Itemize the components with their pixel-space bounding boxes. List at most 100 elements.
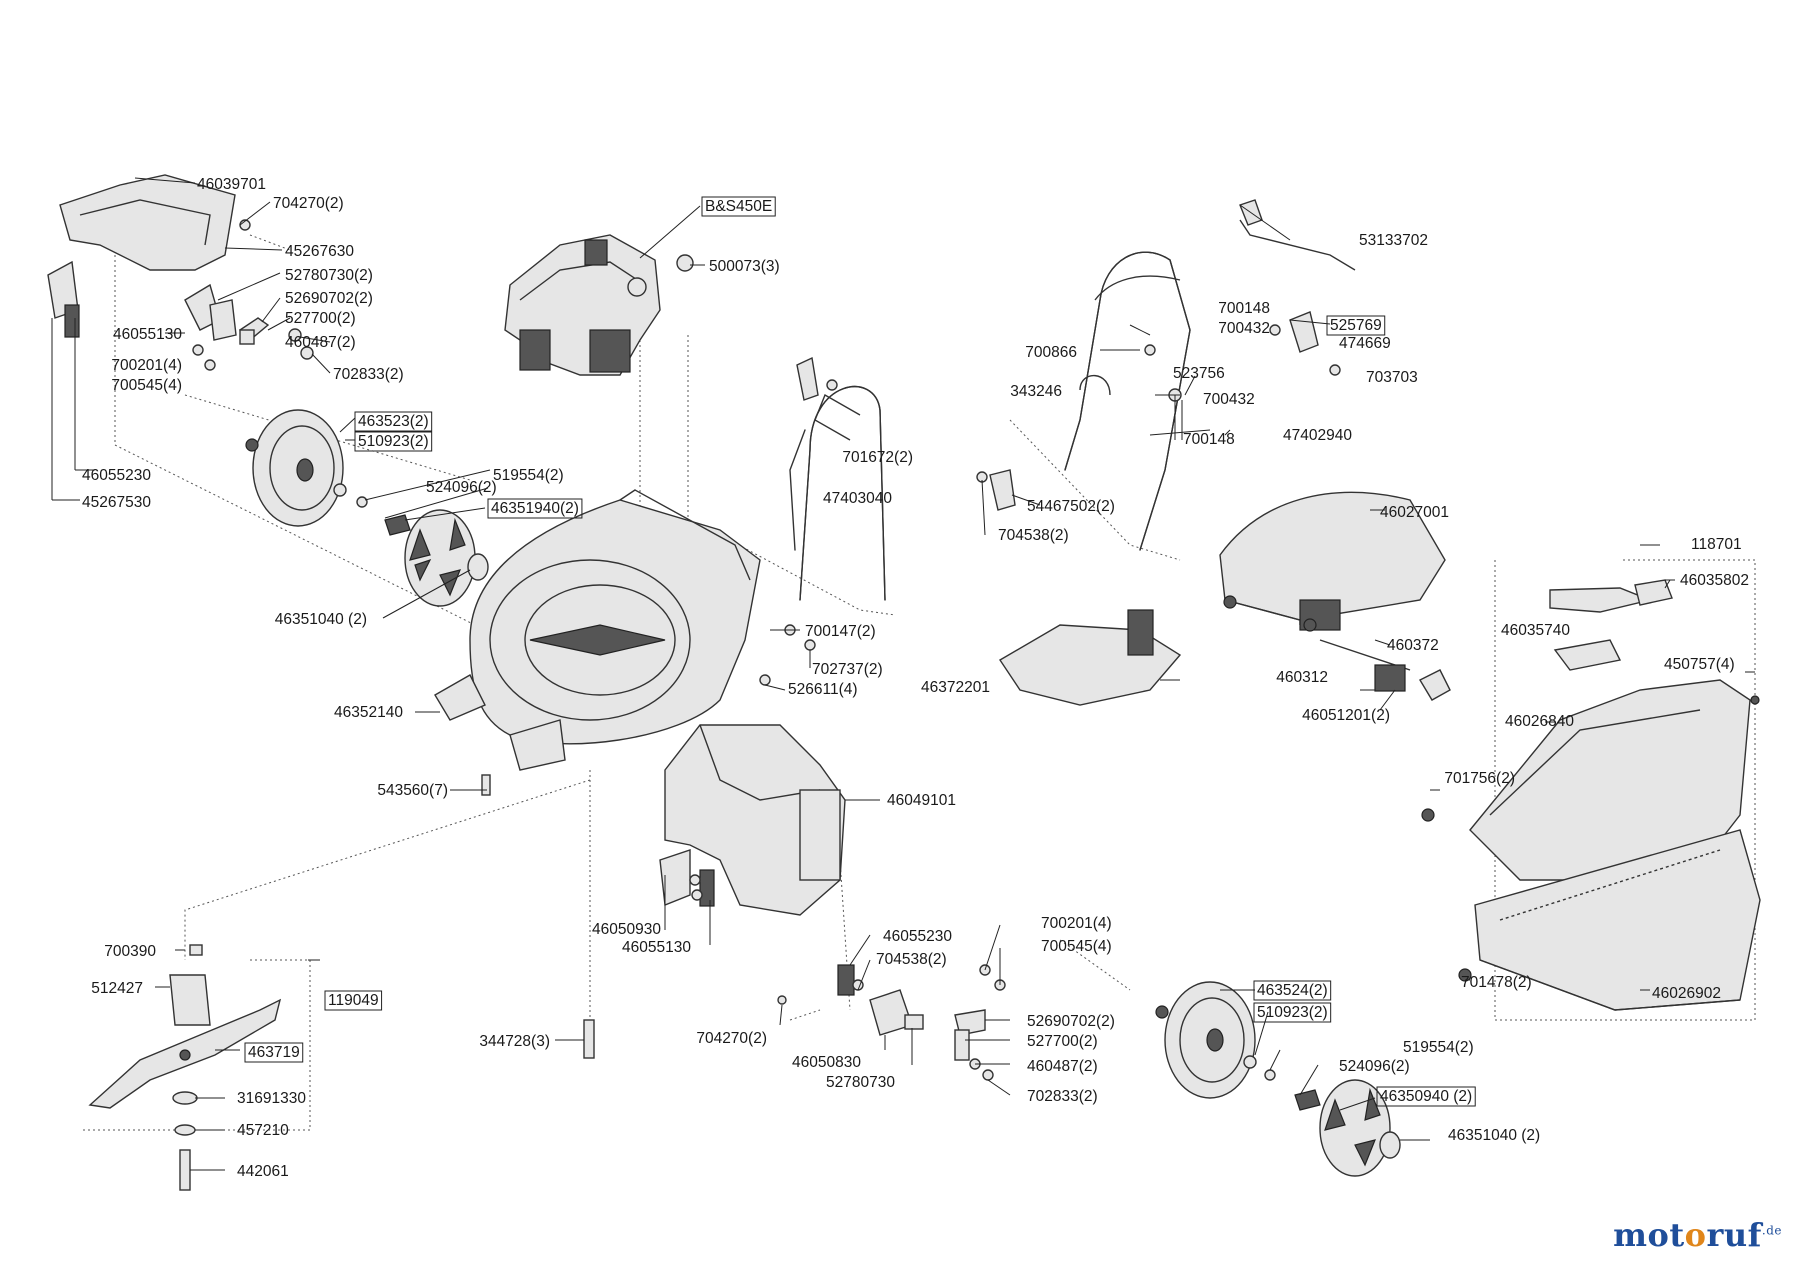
- part-label-523756: 523756: [1173, 365, 1225, 382]
- part-label-46351940-2: 46351940(2): [488, 499, 582, 518]
- part-number-text: 52780730(2): [285, 267, 373, 284]
- part-label-704270-2b: 704270(2): [696, 1030, 767, 1047]
- part-label-500073-3: 500073(3): [709, 258, 780, 275]
- logo-text-ruf: ruf: [1707, 1216, 1762, 1254]
- part-label-702833-2a: 702833(2): [333, 366, 404, 383]
- part-number-text: 119049: [328, 992, 379, 1009]
- part-label-510923-2b: 510923(2): [1254, 1003, 1331, 1022]
- part-label-46051201-2: 46051201(2): [1302, 707, 1390, 724]
- part-number-text: 524096(2): [426, 479, 497, 496]
- part-label-702833-2b: 702833(2): [1027, 1088, 1098, 1105]
- part-label-526611-4: 526611(4): [788, 681, 858, 698]
- grass-bag-lid-artwork: [1220, 492, 1450, 700]
- part-label-524096-2a: 524096(2): [426, 479, 497, 496]
- part-number-text: 47402940: [1283, 427, 1352, 444]
- part-label-119049: 119049: [325, 991, 382, 1010]
- part-label-46035740: 46035740: [1501, 622, 1570, 639]
- part-number-text: 460487(2): [1027, 1058, 1098, 1075]
- part-label-524096-2b: 524096(2): [1339, 1058, 1410, 1075]
- part-label-463524-2: 463524(2): [1254, 981, 1331, 1000]
- part-label-519554-2a: 519554(2): [493, 467, 564, 484]
- part-number-text: 52690702(2): [285, 290, 373, 307]
- part-number-text: 543560(7): [377, 782, 448, 799]
- part-label-700866: 700866: [1025, 344, 1077, 361]
- part-number-text: 525769: [1330, 317, 1382, 334]
- part-number-text: 46049101: [887, 792, 956, 809]
- part-label-46039701: 46039701: [197, 176, 266, 193]
- part-label-46351040-2b: 46351040 (2): [1448, 1127, 1540, 1144]
- part-number-text: 700545(4): [111, 377, 182, 394]
- part-label-700201-4a: 700201(4): [111, 357, 182, 374]
- part-number-text: 46035802: [1680, 572, 1749, 589]
- part-label-700545-4b: 700545(4): [1041, 938, 1112, 955]
- part-label-463523-2: 463523(2): [355, 412, 432, 431]
- part-number-text: 519554(2): [1403, 1039, 1474, 1056]
- part-number-text: 46351040 (2): [1448, 1127, 1540, 1144]
- part-label-463719: 463719: [245, 1043, 303, 1062]
- part-number-text: 704538(2): [998, 527, 1069, 544]
- part-number-text: 519554(2): [493, 467, 564, 484]
- part-label-46050930: 46050930: [592, 921, 661, 938]
- part-label-700148b: 700148: [1183, 431, 1235, 448]
- part-label-53133702: 53133702: [1359, 232, 1428, 249]
- part-label-47402940: 47402940: [1283, 427, 1352, 444]
- part-number-text: 704270(2): [273, 195, 344, 212]
- part-label-703703: 703703: [1366, 369, 1418, 386]
- part-number-text: 700545(4): [1041, 938, 1112, 955]
- part-number-text: 46051201(2): [1302, 707, 1390, 724]
- part-number-text: 46055230: [82, 467, 151, 484]
- part-number-text: 46351040 (2): [275, 611, 367, 628]
- part-number-text: 118701: [1691, 536, 1742, 553]
- grass-box-artwork: [1422, 580, 1760, 1010]
- part-number-text: 46039701: [197, 176, 266, 193]
- part-number-text: 460487(2): [285, 334, 356, 351]
- part-label-46027001: 46027001: [1380, 504, 1449, 521]
- part-label-46026902: 46026902: [1652, 985, 1721, 1002]
- part-label-527700-2a: 527700(2): [285, 310, 356, 327]
- hubcap-left-artwork: [405, 510, 488, 606]
- part-number-text: 45267530: [82, 494, 151, 511]
- part-label-527700-2b: 527700(2): [1027, 1033, 1098, 1050]
- part-number-text: 474669: [1339, 335, 1391, 352]
- part-label-704270-2a: 704270(2): [273, 195, 344, 212]
- part-number-text: 524096(2): [1339, 1058, 1410, 1075]
- part-number-text: 500073(3): [709, 258, 780, 275]
- logo-text-mot: mot: [1613, 1216, 1684, 1254]
- part-label-460372: 460372: [1387, 637, 1439, 654]
- part-number-text: 46050830: [792, 1054, 861, 1071]
- part-label-52780730-2a: 52780730(2): [285, 267, 373, 284]
- part-label-118701: 118701: [1691, 536, 1742, 553]
- part-label-702737-2: 702737(2): [812, 661, 883, 678]
- part-label-460487-2b: 460487(2): [1027, 1058, 1098, 1075]
- part-label-701478-2: 701478(2): [1461, 974, 1532, 991]
- part-number-text: 702737(2): [812, 661, 883, 678]
- logo-text-o: o: [1685, 1216, 1707, 1254]
- rear-wheel-right-artwork: [1156, 982, 1320, 1110]
- part-number-text: B&S450E: [705, 198, 772, 215]
- part-number-text: 700148: [1218, 300, 1270, 317]
- part-label-46055130b: 46055130: [622, 939, 691, 956]
- part-label-46352140: 46352140: [334, 704, 403, 721]
- part-label-46055230a: 46055230: [82, 467, 151, 484]
- part-label-701756-2: 701756(2): [1444, 770, 1515, 787]
- part-number-text: 463524(2): [1257, 982, 1328, 999]
- part-label-460312: 460312: [1276, 669, 1328, 686]
- part-label-52690702-2a: 52690702(2): [285, 290, 373, 307]
- part-number-text: 700390: [104, 943, 156, 960]
- part-number-text: 704538(2): [876, 951, 947, 968]
- part-label-700147-2: 700147(2): [805, 623, 876, 640]
- part-label-700545-4a: 700545(4): [111, 377, 182, 394]
- part-label-704538-2a: 704538(2): [998, 527, 1069, 544]
- part-number-text: 527700(2): [285, 310, 356, 327]
- part-label-700432b: 700432: [1203, 391, 1255, 408]
- bolt-344728: [584, 1020, 594, 1058]
- part-label-46372201: 46372201: [921, 679, 990, 696]
- part-label-46026840: 46026840: [1505, 713, 1574, 730]
- part-label-52690702-2b: 52690702(2): [1027, 1013, 1115, 1030]
- part-number-text: 46026902: [1652, 985, 1721, 1002]
- part-number-text: 46055230: [883, 928, 952, 945]
- part-number-text: 700432: [1218, 320, 1270, 337]
- part-label-700201-4b: 700201(4): [1041, 915, 1112, 932]
- engine-artwork: [505, 235, 693, 375]
